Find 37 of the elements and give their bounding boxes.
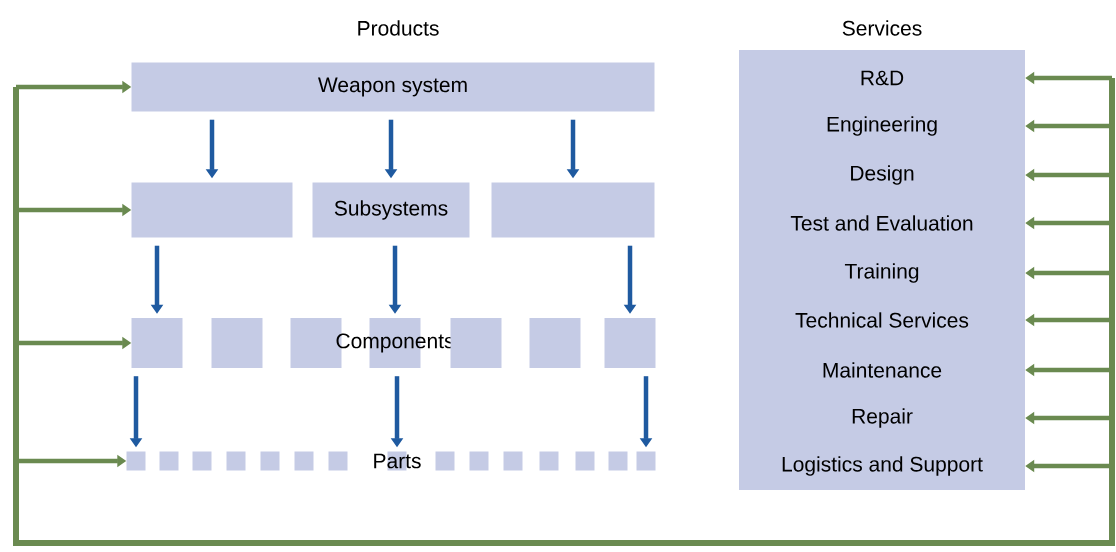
box [294, 451, 314, 471]
service-text: Technical Services [795, 312, 969, 328]
box [192, 451, 212, 471]
box [159, 451, 179, 471]
box [469, 451, 489, 471]
column-heading: Services [842, 20, 922, 36]
service-text: Engineering [827, 116, 937, 136]
node-label: Components [336, 333, 454, 353]
box [435, 451, 455, 471]
box [604, 318, 656, 368]
service-text: Test and Evaluation [790, 215, 973, 231]
column-heading: Products [358, 20, 439, 36]
box [131, 318, 183, 368]
box [450, 318, 502, 368]
labeled-box: Weapon system [131, 62, 655, 112]
service-text: Training [844, 263, 919, 283]
labeled-box: Parts [374, 451, 421, 471]
box [503, 451, 523, 471]
box [126, 451, 146, 471]
service-text: Design [851, 165, 914, 185]
labeled-box: Subsystems [312, 182, 470, 238]
box [260, 451, 280, 471]
box [575, 451, 595, 471]
box [539, 451, 559, 471]
box [608, 451, 628, 471]
service-text: Repair [852, 408, 913, 428]
box [636, 451, 656, 471]
box [328, 451, 348, 471]
service-text: R&D [861, 70, 904, 86]
service-text: Maintenance [823, 362, 942, 378]
box [529, 318, 581, 368]
service-text: Logistics and Support [782, 456, 983, 476]
labeled-box: Components [336, 318, 454, 368]
box [491, 182, 655, 238]
box [131, 182, 293, 238]
box [211, 318, 263, 368]
box [226, 451, 246, 471]
